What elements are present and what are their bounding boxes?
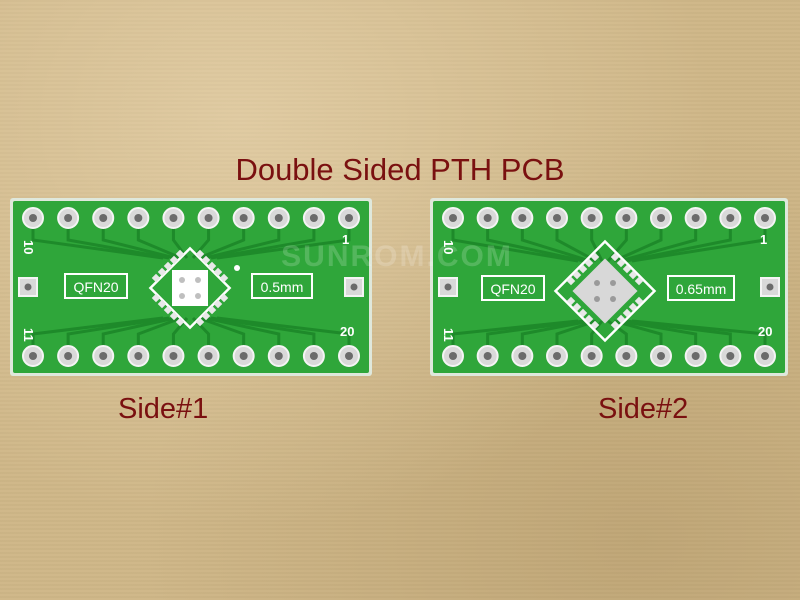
qfn-pad [169, 311, 179, 321]
pin-number-11: 11 [441, 328, 456, 342]
pin-number-1: 1 [342, 232, 349, 247]
qfn-pad [634, 276, 644, 286]
qfn-pad [157, 267, 167, 277]
qfn-pad [610, 320, 620, 330]
page-title: Double Sided PTH PCB [235, 152, 565, 187]
pin-number-10: 10 [441, 240, 456, 254]
qfn-pad [578, 308, 588, 318]
qfn-pad [163, 305, 173, 315]
pin-number-20: 20 [340, 324, 354, 339]
qfn-pad [175, 317, 185, 327]
qfn-pad [207, 305, 217, 315]
qfn-pad [157, 299, 167, 309]
pin-number-20: 20 [758, 324, 772, 339]
qfn-pad [207, 261, 217, 271]
qfn-pad [169, 255, 179, 265]
qfn-pad [566, 276, 576, 286]
pin-number-10: 10 [21, 240, 36, 254]
chip-label: QFN20 [490, 281, 535, 297]
pin-number-1: 1 [760, 232, 767, 247]
qfn-pad [628, 270, 638, 280]
pin-number-11: 11 [21, 328, 36, 342]
qfn-pad [151, 273, 161, 283]
qfn-pad [622, 308, 632, 318]
qfn-pad [578, 264, 588, 274]
pitch-label: 0.5mm [261, 279, 304, 295]
pcb-board-side-2: QFN20 0.65mm 10 1 11 20 [430, 198, 788, 376]
qfn-pad [628, 302, 638, 312]
qfn-pad [219, 273, 229, 283]
qfn-pad [566, 296, 576, 306]
qfn-pad [590, 320, 600, 330]
qfn-pad [584, 314, 594, 324]
qfn-pad [622, 264, 632, 274]
qfn-pad [572, 270, 582, 280]
qfn-pad [163, 261, 173, 271]
qfn-pad [219, 293, 229, 303]
qfn-pad [151, 293, 161, 303]
watermark-text: SUNROM.COM [281, 240, 513, 273]
qfn-pad [616, 314, 626, 324]
side-2-label: Side#2 [598, 393, 689, 425]
pitch-label: 0.65mm [676, 281, 727, 297]
qfn-pad [195, 317, 205, 327]
qfn-pad [201, 311, 211, 321]
qfn-pad [634, 296, 644, 306]
pcb-board-side-1: QFN20 0.5mm 10 1 11 20 [10, 198, 372, 376]
qfn-pad [201, 255, 211, 265]
qfn-pad [572, 302, 582, 312]
qfn-pad [213, 267, 223, 277]
side-1-label: Side#1 [118, 393, 209, 425]
qfn-pad [213, 299, 223, 309]
chip-label: QFN20 [73, 279, 118, 295]
